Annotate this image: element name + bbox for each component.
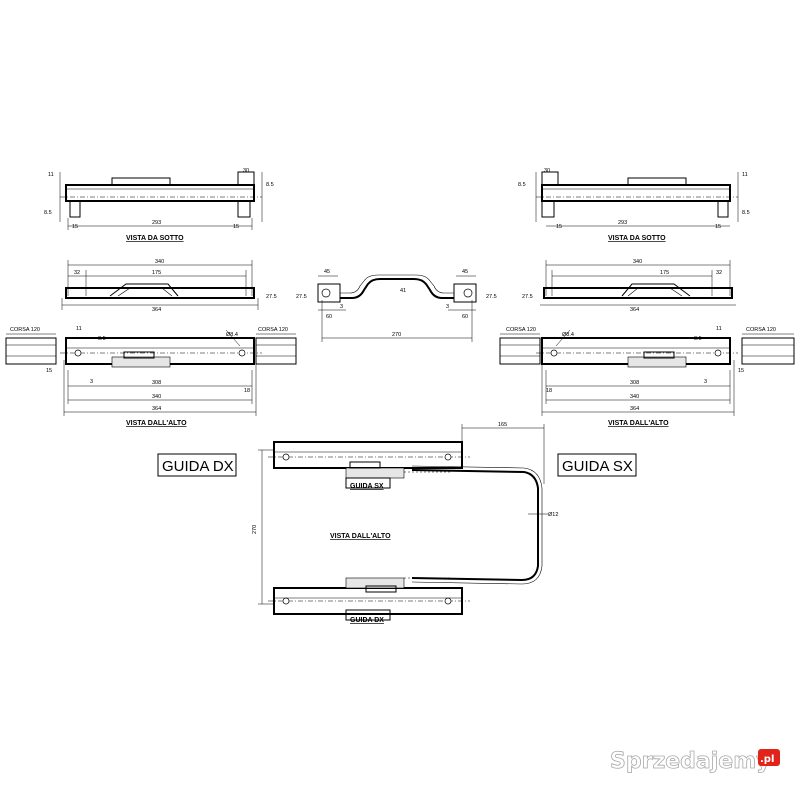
corsa-120-left-a: CORSA 120 [10,327,40,333]
dim-41: 41 [400,288,406,294]
dim-364-d: 364 [630,406,639,412]
guida-sx-box: GUIDA SX [557,453,637,477]
watermark-pl-badge [758,749,780,766]
dim-60-a: 60 [326,314,332,320]
assembly-top-view [258,424,548,621]
dim-12-diameter: Ø12 [548,512,558,518]
caption-vista-da-sotto-right: VISTA DA SOTTO [608,235,666,242]
dim-364-b: 364 [630,307,639,313]
dim-8-5-c: 8.5 [518,182,526,188]
dim-15-d: 15 [715,224,721,230]
dim-340-b: 340 [633,259,642,265]
caption-guida-dx-assembly: GUIDA DX [350,617,384,624]
dim-270-b: 270 [252,525,258,534]
dim-27-5-b: 27.5 [522,294,533,300]
guida-dx-label: GUIDA DX [162,458,234,475]
dim-175-a: 175 [152,270,161,276]
rail-bottom-view-right [535,171,739,227]
dim-15-f: 15 [738,368,744,374]
dim-3-d: 3 [704,379,707,385]
dim-340-a: 340 [155,259,164,265]
watermark-suffix: .pl [760,754,774,765]
dim-27-5-a: 27.5 [266,294,277,300]
dim-8-4-b: Ø8.4 [562,332,574,338]
dim-15-b: 15 [233,224,239,230]
dim-270-a: 270 [392,332,401,338]
dim-45-b: 45 [462,269,468,275]
dim-27-5-c: 27.5 [296,294,307,300]
caption-guida-sx-assembly: GUIDA SX [350,483,384,490]
caption-vista-dall-alto-assembly: VISTA DALL'ALTO [330,533,391,540]
dim-8-5-e: 8.5 [98,336,106,342]
dim-8-5-a: 8.5 [266,182,274,188]
caption-vista-dall-alto-right: VISTA DALL'ALTO [608,420,669,427]
guida-sx-label: GUIDA SX [562,458,633,475]
dim-308-a: 308 [152,380,161,386]
corsa-120-right-b: CORSA 120 [746,327,776,333]
dim-11-c: 11 [76,326,82,332]
rail-side-view-right [540,260,736,306]
dim-340-c: 340 [152,394,161,400]
dim-15-c: 15 [556,224,562,230]
dim-8-5-b: 8.5 [44,210,52,216]
dim-8-4-a: Ø8.4 [226,332,238,338]
dim-30-b: 30 [544,168,550,174]
dim-308-b: 308 [630,380,639,386]
corsa-120-right-a: CORSA 120 [506,327,536,333]
dim-32-a: 32 [74,270,80,276]
dim-293-a: 293 [152,220,161,226]
dim-3-c: 3 [90,379,93,385]
rail-top-view-right [499,329,795,416]
dim-175-b: 175 [660,270,669,276]
watermark-logo: Sprzedajemy .pl [610,749,780,774]
dim-364-a: 364 [152,307,161,313]
caption-vista-da-sotto-left: VISTA DA SOTTO [126,235,184,242]
corsa-120-left-b: CORSA 120 [258,327,288,333]
dim-3-a: 3 [340,304,343,310]
watermark-text: Sprzedajemy [610,749,771,774]
dim-45-a: 45 [324,269,330,275]
dim-32-b: 32 [716,270,722,276]
dim-8-5-f: 8.5 [694,336,702,342]
connector-bar-front-view [317,274,477,342]
dim-340-d: 340 [630,394,639,400]
rail-top-view-left [5,329,297,416]
dim-11-a: 11 [48,172,54,178]
dim-18-a: 18 [244,388,250,394]
caption-vista-dall-alto-left: VISTA DALL'ALTO [126,420,187,427]
dim-27-5-d: 27.5 [486,294,497,300]
dim-11-d: 11 [716,326,722,332]
dim-15-a: 15 [72,224,78,230]
dim-15-e: 15 [46,368,52,374]
dim-8-5-d: 8.5 [742,210,750,216]
rail-side-view-left [61,260,259,310]
dim-3-b: 3 [446,304,449,310]
dim-30-a: 30 [243,168,249,174]
dim-11-b: 11 [742,172,748,178]
dim-293-b: 293 [618,220,627,226]
dim-364-c: 364 [152,406,161,412]
dim-18-b: 18 [546,388,552,394]
dim-60-b: 60 [462,314,468,320]
guida-dx-box: GUIDA DX [157,453,237,477]
dim-165: 165 [498,422,507,428]
rail-bottom-view-left [59,171,263,230]
